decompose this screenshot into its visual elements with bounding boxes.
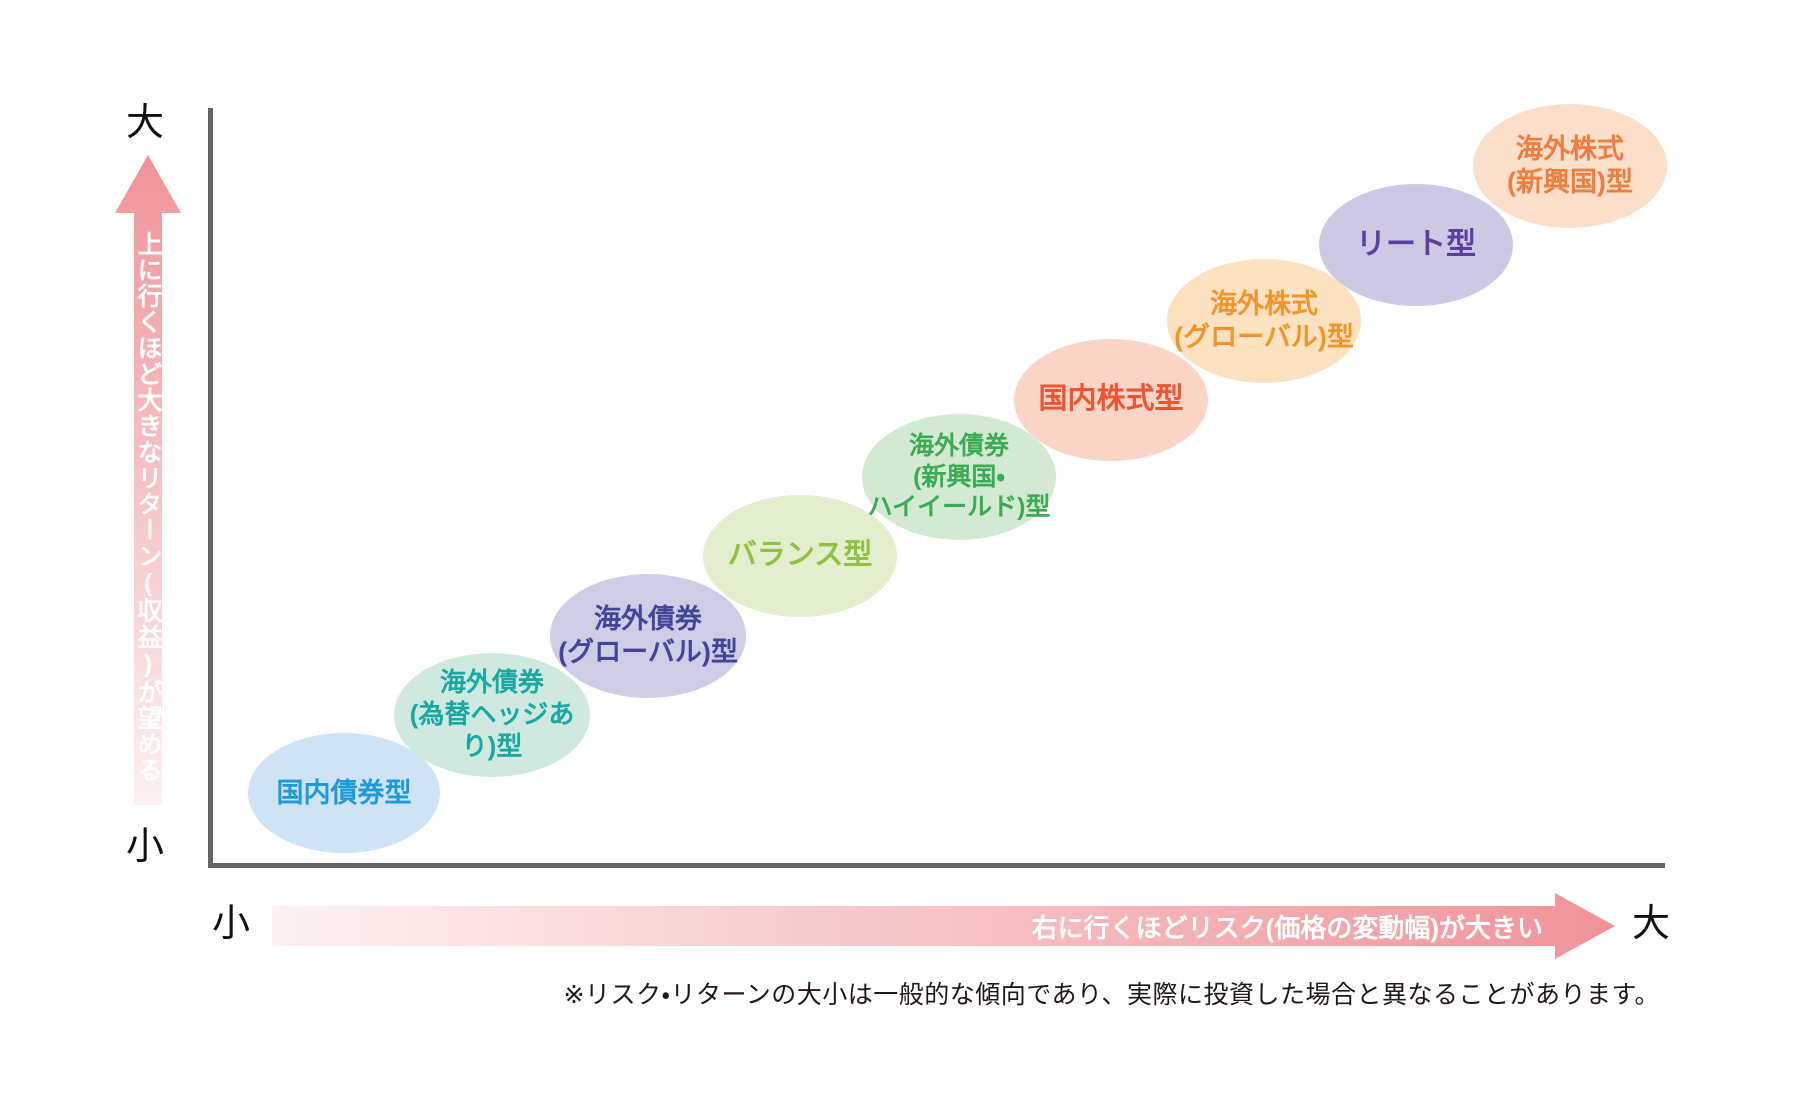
- fund-type-bubble[interactable]: 海外株式 (新興国)型: [1473, 104, 1667, 228]
- fund-type-bubble[interactable]: バランス型: [703, 495, 897, 617]
- return-axis-arrow-label: 上に行くほど大きなリターン(収益)が望める: [134, 231, 162, 783]
- fund-type-bubble[interactable]: リート型: [1319, 184, 1513, 306]
- fund-type-bubble[interactable]: 海外債券 (グローバル)型: [550, 574, 746, 698]
- return-arrow-shape: [115, 155, 181, 805]
- fund-type-bubble-label: バランス型: [727, 539, 873, 572]
- x-axis-line: [208, 863, 1665, 868]
- fund-type-bubble-label: 海外債券 (新興国・ ハイイールド)型: [867, 432, 1051, 522]
- x-axis-cap-low: 小: [212, 903, 251, 945]
- fund-type-bubble-label: 海外株式 (新興国)型: [1507, 134, 1633, 197]
- return-axis-arrow: 上に行くほど大きなリターン(収益)が望める: [115, 155, 181, 805]
- risk-axis-arrow: 右に行くほどリスク(価格の変動幅)が大きい: [272, 893, 1615, 959]
- fund-type-bubble-label: リート型: [1356, 227, 1476, 261]
- fund-type-bubble[interactable]: 海外債券 (新興国・ ハイイールド)型: [862, 414, 1056, 540]
- fund-type-bubble-label: 海外債券 (為替ヘッジあり)型: [409, 667, 575, 761]
- fund-type-bubble-label: 国内株式型: [1038, 383, 1184, 416]
- fund-type-bubble[interactable]: 国内株式型: [1014, 339, 1208, 461]
- x-axis-cap-high: 大: [1632, 903, 1671, 945]
- y-axis-line: [208, 108, 213, 868]
- risk-axis-arrow-label: 右に行くほどリスク(価格の変動幅)が大きい: [1031, 912, 1543, 943]
- fund-type-bubble-label: 国内債券型: [276, 777, 412, 808]
- fund-type-bubble-label: 海外株式 (グローバル)型: [1174, 289, 1354, 352]
- fund-type-bubble[interactable]: 国内債券型: [248, 733, 440, 853]
- risk-arrow-shape: [272, 893, 1615, 959]
- fund-type-bubble[interactable]: 海外株式 (グローバル)型: [1167, 259, 1361, 383]
- y-axis-cap-low: 小: [126, 826, 165, 868]
- disclaimer-note: ※リスク・リターンの大小は一般的な傾向であり、実際に投資した場合と異なることがあ…: [563, 981, 1660, 1009]
- fund-type-bubble-label: 海外債券 (グローバル)型: [558, 604, 738, 667]
- fund-type-bubble[interactable]: 海外債券 (為替ヘッジあり)型: [394, 653, 590, 777]
- y-axis-cap-high: 大: [126, 102, 165, 144]
